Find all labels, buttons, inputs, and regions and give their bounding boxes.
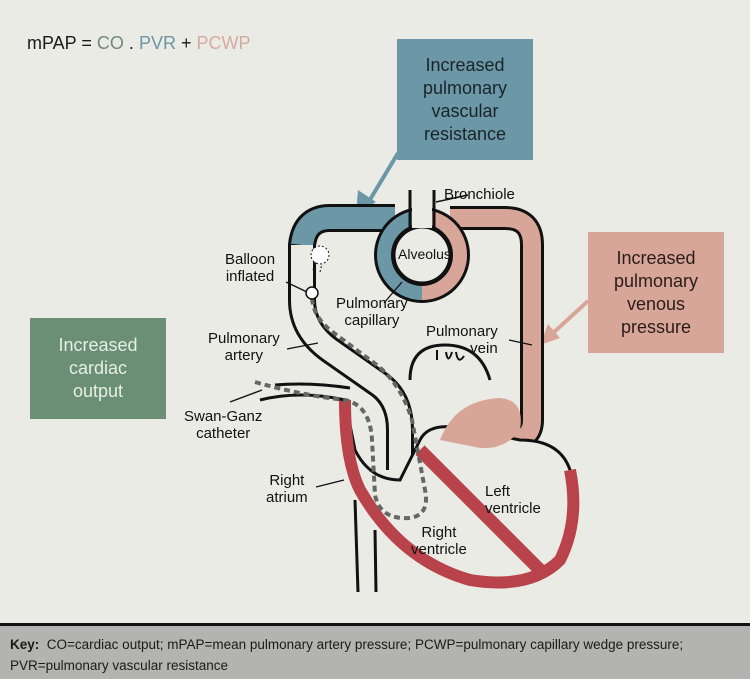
label-swan-ganz-catheter: Swan-Ganz catheter [184,408,263,442]
septum [415,445,550,580]
pvr-box: Increased pulmonary vascular resistance [397,39,533,160]
key-definitions: CO=cardiac output; mPAP=mean pulmonary a… [10,637,684,673]
balloon-marker [305,286,319,300]
venous-pressure-arrow [540,299,590,345]
formula-pcwp: PCWP [196,33,251,53]
label-left-ventricle: Left ventricle [485,483,541,517]
label-right-ventricle: Right ventricle [411,524,467,558]
key-text: Key: CO=cardiac output; mPAP=mean pulmon… [10,634,730,676]
pvr-box-text: Increased pulmonary vascular resistance [422,54,508,144]
formula-mpap: mPAP [27,33,77,53]
myocardium [339,399,580,589]
balloon-inflated [310,245,330,265]
formula-equals: = [81,33,92,53]
venous-pressure-box: Increased pulmonary venous pressure [588,232,724,353]
formula-co: CO [96,33,124,53]
label-right-atrium: Right atrium [266,472,308,506]
formula-plus: + [180,33,192,53]
label-pulmonary-vein: Pulmonary vein [426,323,498,357]
label-balloon-inflated: Balloon inflated [225,251,276,285]
formula-pvr: PVR [138,33,176,53]
venous-pressure-box-text: Increased pulmonary venous pressure [613,247,699,337]
aorta [408,343,492,381]
key-title: Key: [10,637,40,652]
cardiac-output-box-text: Increased cardiac output [58,335,138,401]
label-bronchiole: Bronchiole [444,186,515,203]
swan-ganz-catheter [254,295,428,521]
cardiac-output-box: Increased cardiac output [30,318,166,419]
formula: mPAP = CO . PVR + PCWP [27,33,251,54]
label-pulmonary-artery: Pulmonary artery [208,330,280,364]
key-bar: Key: CO=cardiac output; mPAP=mean pulmon… [0,623,750,679]
formula-dot: . [128,33,134,53]
label-alveolus: Alveolus [398,246,451,262]
left-atrium [440,398,521,449]
label-pulmonary-capillary: Pulmonary capillary [336,295,408,329]
heart-lung-diagram [229,151,590,593]
